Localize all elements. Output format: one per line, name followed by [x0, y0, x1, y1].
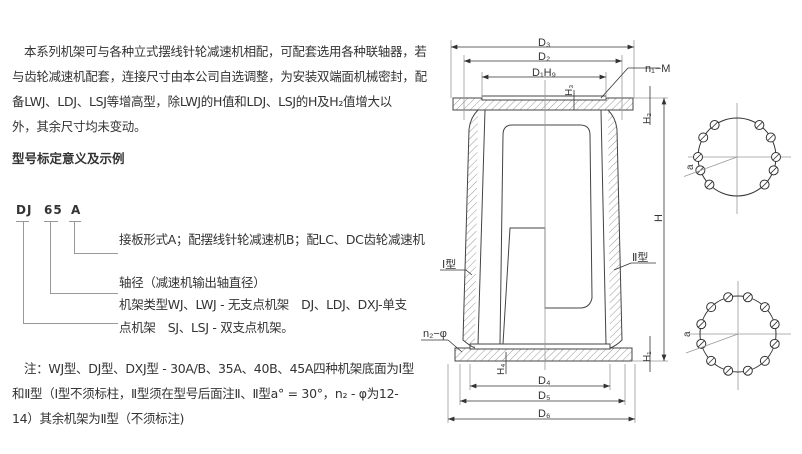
bolt-hole-mark	[767, 134, 775, 141]
note-line: 和Ⅱ型（Ⅰ型不须标柱，Ⅱ型须在型号后面注Ⅱ、Ⅱ型a° = 30°，n₂ - φ为…	[12, 386, 399, 401]
bolt-hole-mark	[699, 134, 707, 141]
shaft-description: 轴径（减速机输出轴直径）	[119, 275, 266, 290]
bolt-hole-mark	[761, 303, 769, 311]
type-description: 机架类型WJ、LWJ - 无支点机架 DJ、LDJ、DXJ-单支	[119, 297, 407, 312]
bolt-hole-mark	[707, 303, 715, 311]
bolt-hole-mark	[724, 294, 732, 301]
frame-outline	[452, 95, 634, 362]
angle-line	[683, 156, 738, 177]
bottom-pitch-circle	[699, 295, 777, 373]
label-n2-phi: n₂−φ	[423, 328, 447, 340]
dim-h: H	[653, 214, 665, 222]
dim-d6: D₆	[538, 408, 550, 420]
dim-d3: D₃	[538, 37, 550, 49]
dimension-lines	[421, 44, 667, 422]
intro-line: 备LWJ、LDJ、LSJ等增高型，除LWJ的H值和LDJ、LSJ的H及H₂值增大…	[12, 94, 392, 109]
dim-d2: D₂	[538, 51, 550, 63]
angle-label-top: a	[685, 164, 696, 170]
intro-line: 外，其余尺寸均未变动。	[12, 119, 147, 134]
plate-description: 接板形式A；配摆线针轮减速机B；配LC、DC齿轮减速机	[119, 232, 425, 247]
leader-line	[23, 221, 24, 323]
bolt-hole-mark	[698, 340, 705, 348]
bolt-hole-mark	[744, 294, 752, 301]
leader-line	[74, 253, 118, 254]
dim-d1h9: D₁H₉	[532, 67, 556, 79]
center-lines	[447, 40, 668, 423]
model-part-plate: A	[71, 203, 82, 217]
bolt-hole-mark	[761, 181, 768, 188]
section-heading: 型号标定意义及示例	[12, 151, 125, 166]
bolt-hole-mark	[770, 167, 777, 174]
dim-h1: H₁	[642, 351, 653, 362]
leader-line	[50, 293, 118, 294]
bolt-hole-patterns	[683, 103, 791, 390]
underline	[69, 221, 81, 222]
angle-line	[685, 333, 739, 354]
angle-label-bottom: a	[682, 331, 693, 337]
bolt-hole-mark	[772, 153, 780, 161]
bolt-hole-mark	[744, 367, 752, 374]
dim-h3: H₃	[564, 85, 575, 96]
leader-line	[23, 323, 118, 324]
bolt-hole-mark	[711, 121, 718, 129]
model-part-shaft: 65	[44, 203, 63, 217]
bolt-hole-mark	[724, 367, 732, 374]
bolt-hole-mark	[698, 320, 705, 328]
note-line: 注：WJ型、DJ型、DXJ型 - 30A/B、35A、40B、45A四种机架底面…	[24, 361, 415, 376]
label-type-1: Ⅰ型	[442, 257, 456, 271]
intro-line: 本系列机架可与各种立式摆线针轮减速机相配，可配套选用各种联轴器，若	[24, 44, 427, 59]
label-n1-m: n₁−M	[645, 63, 670, 75]
underline	[44, 221, 58, 222]
bolt-hole-mark	[771, 340, 778, 348]
leader-line	[50, 221, 51, 293]
dim-h4: H₄	[496, 364, 507, 375]
dim-d4: D₄	[538, 375, 551, 387]
dim-h2: H₂	[642, 113, 653, 124]
underline	[16, 221, 29, 222]
leader-line	[74, 221, 75, 253]
bolt-hole-mark	[756, 121, 763, 129]
type-description: 点机架 SJ、LSJ - 双支点机架。	[119, 320, 294, 335]
label-type-2: Ⅱ型	[632, 250, 648, 264]
note-line: 14）其余机架为Ⅱ型（不须标注)	[12, 411, 185, 426]
bolt-hole-mark	[694, 153, 702, 161]
intro-line: 与齿轮减速机配套，连接尺寸由本公司自选调整，为安装双端面机械密封，配	[12, 69, 427, 84]
model-part-type: DJ	[16, 203, 33, 217]
bolt-hole-mark	[761, 357, 769, 365]
bolt-hole-mark	[771, 320, 778, 328]
bolt-hole-mark	[707, 357, 715, 365]
bolt-hole-mark	[706, 181, 713, 188]
dim-d5: D₅	[538, 390, 550, 402]
